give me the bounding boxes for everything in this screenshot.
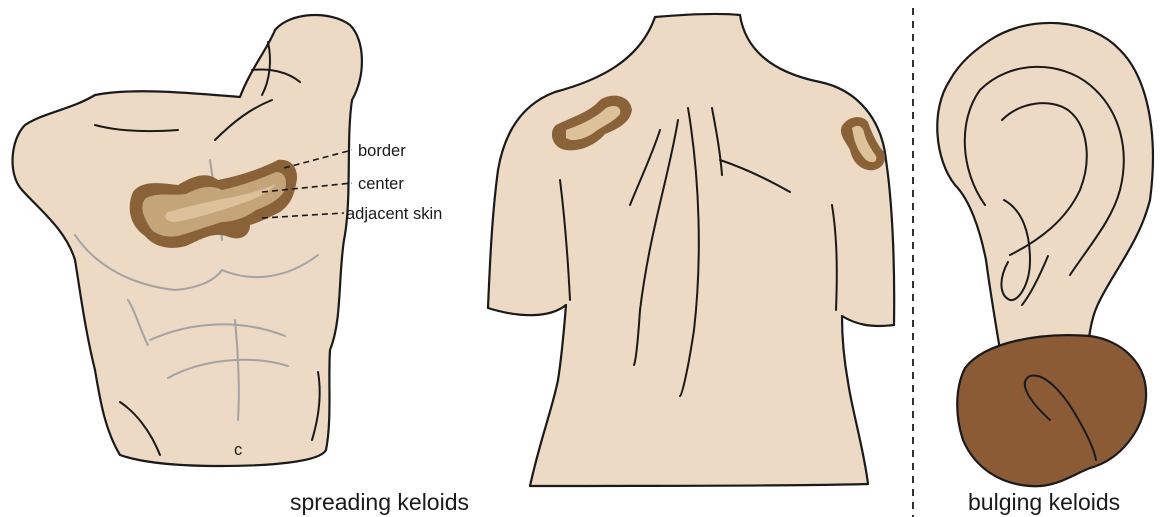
back-outline: [488, 14, 894, 486]
label-border: border: [358, 142, 406, 160]
ear-figure: [937, 23, 1153, 486]
navel-mark: c: [234, 441, 242, 459]
back-figure: [488, 14, 894, 486]
front-torso-figure: border center adjacent skin c: [13, 15, 443, 466]
caption-spreading-keloids: spreading keloids: [290, 489, 469, 515]
label-center: center: [358, 175, 404, 193]
caption-bulging-keloids: bulging keloids: [968, 489, 1120, 515]
label-adjacent-skin: adjacent skin: [346, 205, 442, 223]
earlobe-bulging-keloid: [957, 335, 1146, 486]
